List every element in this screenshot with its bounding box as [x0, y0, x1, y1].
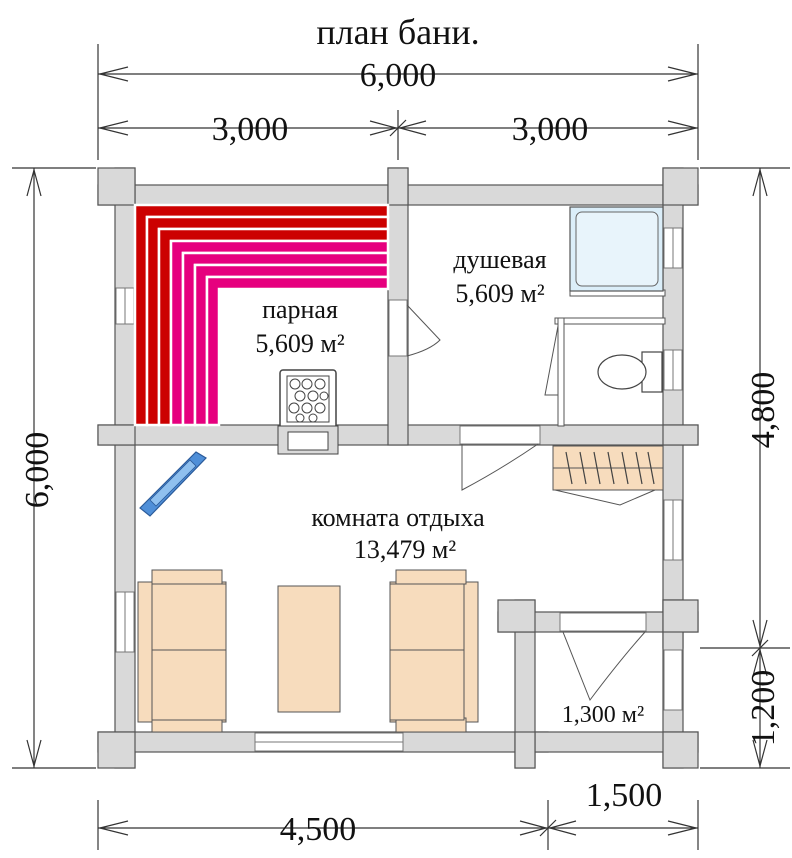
- bottom-dimensions: 4,500 1,500: [97, 777, 699, 850]
- right-dimensions: 4,800 1,200: [700, 167, 790, 769]
- windows: [115, 227, 683, 752]
- shower-area: 5,609 м²: [455, 279, 544, 308]
- top-dimensions: 6,000 3,000 3,000: [97, 44, 699, 160]
- bench-step: [205, 275, 390, 427]
- bath-tub: [139, 451, 207, 517]
- door-openings: [388, 299, 683, 711]
- sofa-right: [389, 569, 479, 733]
- sauna-stove: [277, 369, 339, 455]
- dim-right-half: 3,000: [512, 111, 589, 148]
- steam-room-benches: [133, 203, 390, 427]
- lounge-name: комната отдыха: [311, 503, 485, 532]
- coffee-table: [277, 585, 341, 713]
- dim-right-upper: 4,800: [745, 372, 782, 449]
- dim-overall-height: 6,000: [19, 432, 56, 509]
- wardrobe: [552, 445, 664, 491]
- dim-left-half: 3,000: [212, 111, 289, 148]
- left-dimension: 6,000: [12, 167, 96, 769]
- shower-name: душевая: [453, 245, 546, 274]
- plan-title: план бани.: [316, 12, 479, 52]
- dim-overall-width: 6,000: [360, 57, 437, 94]
- dim-bottom-main: 4,500: [280, 811, 357, 848]
- shower-tray: [569, 206, 664, 292]
- door-swings: [406, 304, 656, 702]
- lounge-area: 13,479 м²: [354, 535, 456, 564]
- toilet: [597, 351, 663, 393]
- dim-bottom-right: 1,500: [586, 777, 663, 814]
- vestibule-area: 1,300 м²: [562, 702, 644, 728]
- sofa-left: [137, 569, 227, 733]
- dim-right-lower: 1,200: [745, 670, 782, 747]
- steam-room-area: 5,609 м²: [255, 329, 344, 358]
- steam-room-name: парная: [262, 295, 338, 324]
